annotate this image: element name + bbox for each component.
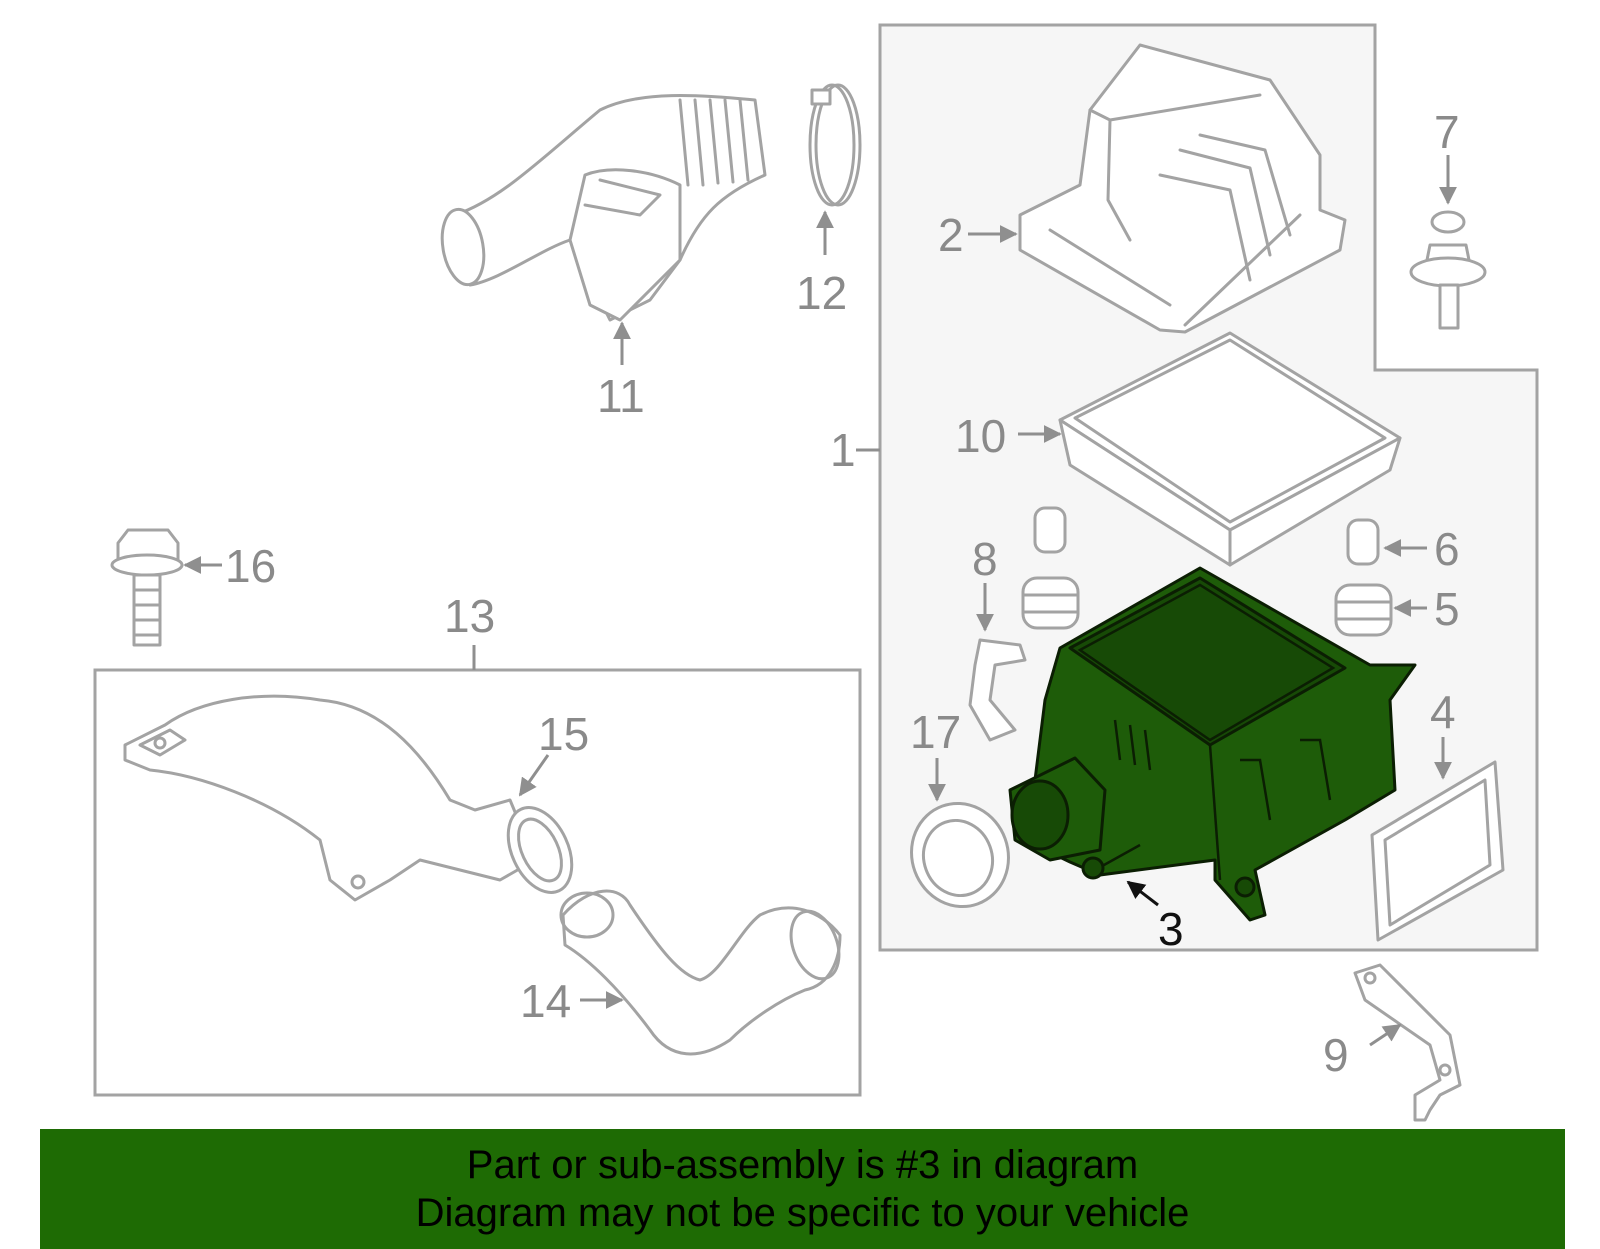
callout-10: 10 xyxy=(955,410,1006,462)
part-10-filter xyxy=(1058,331,1402,567)
callout-3: 3 xyxy=(1158,903,1184,955)
callout-14: 14 xyxy=(520,975,571,1027)
part-4-gasket xyxy=(1370,760,1505,942)
leader-3 xyxy=(1126,880,1159,907)
part-7-clip xyxy=(1409,210,1487,330)
callout-7: 7 xyxy=(1434,106,1460,158)
part-11-intake-duct xyxy=(440,94,767,322)
callout-2: 2 xyxy=(938,209,964,261)
part-5-grommet-left xyxy=(1021,576,1080,630)
callout-5: 5 xyxy=(1434,583,1460,635)
callout-9: 9 xyxy=(1323,1029,1349,1081)
callout-17: 17 xyxy=(910,706,961,758)
part-6-sleeve-left xyxy=(1033,506,1067,554)
callout-16: 16 xyxy=(225,540,276,592)
part-6-sleeve xyxy=(1346,518,1380,566)
callout-11: 11 xyxy=(597,370,645,422)
callout-4: 4 xyxy=(1430,686,1456,738)
assembly-13-box xyxy=(93,668,862,1097)
part-12-clamp xyxy=(808,83,862,207)
banner-line-1: Part or sub-assembly is #3 in diagram xyxy=(466,1143,1139,1187)
callout-12: 12 xyxy=(796,267,847,319)
leader-15 xyxy=(518,754,550,797)
part-9-bracket xyxy=(1353,963,1462,1122)
part-14-hose xyxy=(559,889,842,1056)
part-16-bolt xyxy=(110,528,184,647)
leader-9 xyxy=(1369,1023,1402,1047)
part-15-air-tube xyxy=(123,694,574,902)
info-banner: Part or sub-assembly is #3 in diagram Di… xyxy=(40,1129,1565,1249)
part-8-bracket xyxy=(968,638,1027,742)
part-5-grommet xyxy=(1334,583,1393,637)
callout-15: 15 xyxy=(538,708,589,760)
callout-1: 1 xyxy=(830,424,856,476)
part-17-seal xyxy=(910,801,1010,909)
callout-6: 6 xyxy=(1434,523,1460,575)
banner-line-2: Diagram may not be specific to your vehi… xyxy=(415,1191,1190,1235)
part-3-airbox-lower xyxy=(1008,566,1417,922)
part-2-airbox-cover xyxy=(1018,43,1347,334)
callout-13: 13 xyxy=(444,590,495,642)
callout-8: 8 xyxy=(972,533,998,585)
